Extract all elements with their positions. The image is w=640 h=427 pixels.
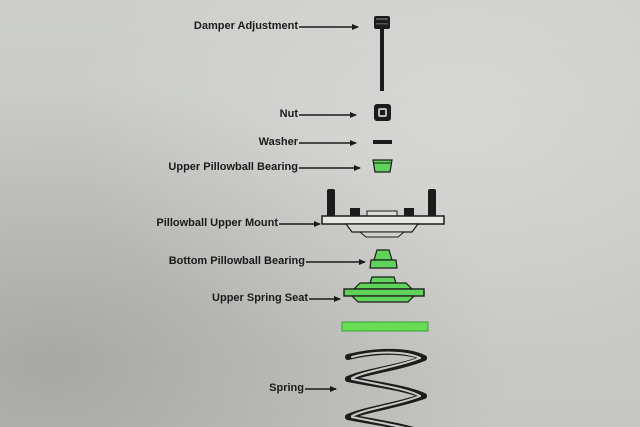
upper-pillowball-bearing-part — [372, 159, 393, 173]
washer-part — [373, 140, 392, 144]
label-bottom-pillowball-bearing: Bottom Pillowball Bearing — [168, 255, 305, 267]
nut-part — [374, 104, 391, 121]
label-pillowball-upper-mount: Pillowball Upper Mount — [156, 217, 278, 229]
spring-spacer-part — [341, 321, 429, 332]
bottom-pillowball-bearing-part — [369, 249, 398, 269]
label-nut: Nut — [279, 108, 298, 120]
label-damper-adjustment: Damper Adjustment — [193, 20, 298, 32]
damper-adjustment-part — [374, 16, 390, 91]
label-upper-pillowball-bearing: Upper Pillowball Bearing — [168, 161, 298, 173]
label-upper-spring-seat: Upper Spring Seat — [212, 292, 308, 304]
label-spring: Spring — [269, 382, 304, 394]
label-washer: Washer — [258, 136, 298, 148]
upper-spring-seat-part — [343, 276, 425, 303]
spring-part — [345, 348, 427, 427]
pillowball-upper-mount-part — [321, 189, 445, 238]
